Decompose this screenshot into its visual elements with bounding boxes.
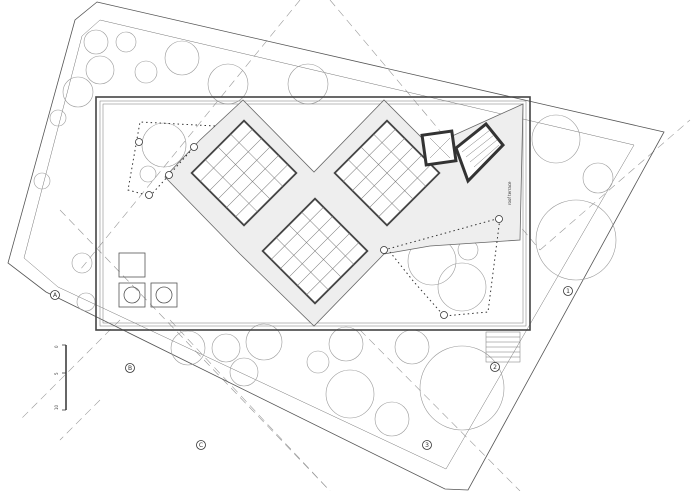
rooftop-units <box>118 252 178 308</box>
scale-label-0: 0 <box>54 345 59 348</box>
roof-terrace-label: roof terrace <box>507 181 512 205</box>
grid-marker-a: A <box>53 292 58 299</box>
grid-markers: A B C 1 2 3 <box>50 286 573 450</box>
roof-terrace-zone <box>164 99 524 327</box>
scale-label-5: 5 <box>54 372 59 375</box>
grid-marker-3: 3 <box>425 442 429 449</box>
grid-marker-b: B <box>128 365 132 372</box>
stair-core <box>420 121 506 184</box>
grid-marker-2: 2 <box>493 364 497 371</box>
site-boundary-outer <box>7 1 665 491</box>
building-roof <box>95 96 531 331</box>
external-steps <box>485 331 521 363</box>
trees <box>33 29 617 437</box>
grid-marker-1: 1 <box>566 288 570 295</box>
skylight-grids <box>190 119 441 305</box>
site-boundary-inner <box>23 19 635 470</box>
scale-bar: 0 5 10 <box>54 344 67 411</box>
reference-grid-lines <box>19 0 691 491</box>
scale-label-10: 10 <box>54 404 59 410</box>
dotted-boundaries <box>127 121 503 319</box>
grid-marker-c: C <box>199 442 203 449</box>
